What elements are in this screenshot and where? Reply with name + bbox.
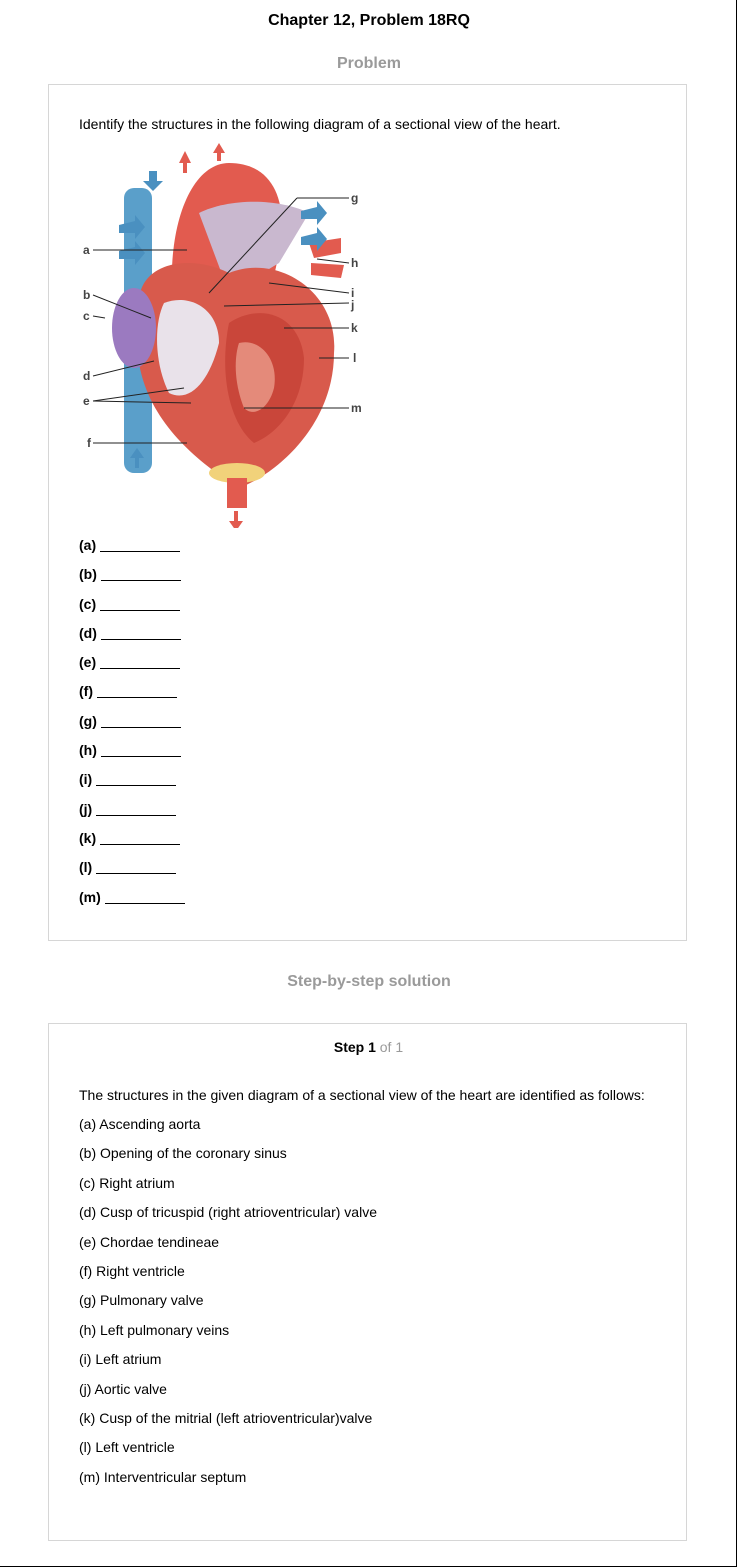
blood-flow-arrow-icon: [179, 151, 191, 173]
blank-label: (l): [79, 859, 93, 876]
diagram-label-g: g: [351, 191, 358, 205]
answer-blanks: (a) (b) (c) (d) (e) (f) (g) (h) (i) (j) …: [79, 537, 185, 918]
answer-item: (d) Cusp of tricuspid (right atrioventri…: [79, 1204, 377, 1221]
diagram-label-e: e: [83, 394, 90, 408]
step-total: of 1: [379, 1039, 404, 1055]
blank-item: (i): [79, 771, 185, 800]
blank-line: [96, 801, 177, 816]
blank-item: (b): [79, 566, 185, 595]
blank-item: (h): [79, 742, 185, 771]
answer-item: (e) Chordae tendineae: [79, 1233, 220, 1250]
step-label: Step 1: [333, 1039, 376, 1055]
blood-flow-arrow-icon: [143, 171, 163, 191]
diagram-label-d: d: [83, 369, 90, 383]
blood-flow-arrow-icon: [229, 511, 243, 528]
blank-item: (c): [79, 596, 185, 625]
answer-item: (i) Left atrium: [79, 1351, 162, 1368]
blank-line: [100, 713, 181, 728]
descending-aorta-shape: [227, 478, 247, 508]
answer-item: (g) Pulmonary valve: [79, 1292, 204, 1309]
pulmonary-vein-shape-2: [311, 263, 344, 278]
blank-item: (j): [79, 801, 185, 830]
blank-item: (a): [79, 537, 185, 566]
blank-line: [104, 889, 185, 904]
blank-item: (l): [79, 859, 185, 888]
solution-intro: The structures in the given diagram of a…: [79, 1087, 645, 1103]
blank-label: (b): [79, 566, 97, 583]
blank-line: [100, 596, 181, 611]
diagram-label-j: j: [350, 298, 354, 312]
blank-label: (a): [79, 537, 97, 553]
blank-line: [96, 859, 177, 875]
blank-label: (g): [79, 712, 97, 729]
blood-flow-arrow-icon: [301, 201, 327, 225]
blood-flow-arrow-icon: [119, 215, 145, 239]
blank-label: (k): [79, 829, 97, 846]
answer-item: (h) Left pulmonary veins: [79, 1321, 230, 1338]
heart-diagram: a b c d e f g h i j k l m: [83, 143, 362, 528]
fat-shape: [209, 463, 265, 483]
answer-item: (a) Ascending aorta: [79, 1116, 201, 1132]
right-atrium-shape: [112, 288, 156, 368]
blank-item: (m): [79, 889, 185, 918]
answer-item: (m) Interventricular septum: [79, 1468, 247, 1485]
blank-label: (h): [79, 742, 97, 759]
blank-item: (g): [79, 713, 185, 742]
solution-heading: Step-by-step solution: [287, 973, 451, 990]
blood-flow-arrow-icon: [301, 227, 327, 251]
diagram-label-m: m: [351, 401, 362, 415]
diagram-label-f: f: [87, 436, 92, 450]
page-title: Chapter 12, Problem 18RQ: [268, 12, 470, 29]
blank-label: (e): [79, 654, 97, 671]
problem-heading: Problem: [336, 55, 401, 72]
blank-line: [100, 566, 181, 582]
blank-item: (f): [79, 683, 185, 712]
blood-flow-arrow-icon: [130, 448, 144, 468]
problem-question: Identify the structures in the following…: [79, 116, 561, 132]
blank-label: (i): [79, 771, 93, 788]
diagram-label-l: l: [353, 351, 356, 365]
blank-line: [100, 830, 181, 845]
diagram-label-h: h: [351, 256, 358, 270]
diagram-label-b: b: [83, 288, 90, 302]
diagram-label-a: a: [83, 243, 90, 257]
diagram-label-k: k: [351, 321, 358, 335]
blank-label: (j): [79, 800, 93, 817]
problem-card: Identify the structures in the following…: [48, 84, 687, 941]
step-indicator: Step 1 of 1: [49, 1039, 688, 1055]
blank-item: (k): [79, 830, 185, 859]
blank-label: (f): [79, 683, 93, 700]
blank-line: [100, 654, 181, 670]
blank-line: [100, 625, 181, 640]
answer-item: (f) Right ventricle: [79, 1262, 185, 1279]
blank-line: [97, 683, 177, 699]
answer-list: (a) Ascending aorta (b) Opening of the c…: [79, 1116, 377, 1498]
blank-label: (d): [79, 624, 97, 641]
diagram-label-i: i: [351, 286, 354, 300]
leader-lines: [92, 197, 350, 444]
solution-card: Step 1 of 1 The structures in the given …: [48, 1023, 687, 1541]
blood-flow-arrow-icon: [213, 143, 225, 161]
answer-item: (k) Cusp of the mitrial (left atrioventr…: [79, 1409, 373, 1426]
answer-item: (j) Aortic valve: [79, 1380, 167, 1397]
blank-label: (c): [79, 595, 97, 612]
blank-label: (m): [79, 888, 101, 905]
right-chamber-shape: [157, 299, 219, 396]
diagram-labels: a b c d e f g h i j k l m: [83, 191, 362, 450]
blank-line: [100, 742, 181, 758]
answer-item: (b) Opening of the coronary sinus: [79, 1145, 287, 1162]
blood-flow-arrow-icon: [119, 241, 145, 265]
blank-item: (d): [79, 625, 185, 654]
diagram-label-c: c: [83, 309, 90, 323]
septum-shape: [235, 342, 275, 412]
answer-item: (c) Right atrium: [79, 1174, 175, 1191]
blank-line: [96, 771, 177, 787]
blank-item: (e): [79, 654, 185, 683]
blank-line: [100, 537, 181, 552]
answer-item: (l) Left ventricle: [79, 1439, 175, 1456]
pulmonary-trunk-shape: [199, 201, 309, 293]
